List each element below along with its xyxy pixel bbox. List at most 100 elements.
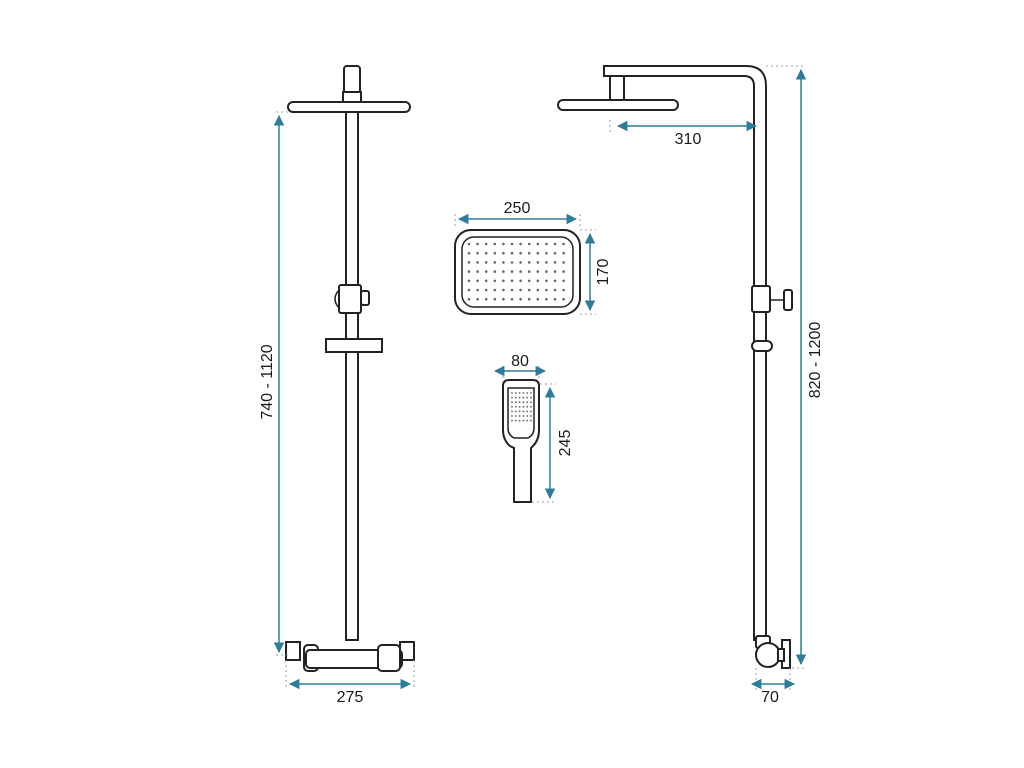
nozzle-dot [522, 396, 525, 399]
nozzle-dot [519, 270, 522, 273]
nozzle-dot [530, 396, 532, 399]
nozzle-dot [502, 279, 505, 283]
front-view [285, 65, 415, 672]
mixer-handle-side [755, 642, 781, 668]
head-dimensions: 250 170 [454, 200, 612, 315]
nozzle-dot [467, 270, 471, 273]
nozzle-dot [514, 401, 517, 404]
nozzle-dot [493, 297, 497, 301]
nozzle-dot [511, 419, 513, 422]
nozzle-dot [476, 270, 479, 273]
shower-arm-and-riser-side [603, 65, 767, 641]
nozzle-dot [526, 415, 529, 417]
nozzle-dot [476, 261, 479, 264]
head-width-label: 250 [504, 200, 531, 217]
nozzle-dot [476, 288, 479, 292]
nozzle-dot [514, 405, 517, 408]
nozzle-dot [502, 270, 505, 273]
head-mount [342, 91, 362, 103]
nozzle-dot [518, 396, 521, 399]
nozzle-dot [545, 288, 548, 292]
nozzle-dot [493, 270, 497, 273]
nozzle-dot [511, 410, 513, 413]
nozzle-dot [545, 261, 548, 264]
nozzle-dot [553, 242, 557, 246]
nozzle-dot [536, 242, 540, 246]
nozzle-dot [467, 279, 471, 283]
nozzle-dot [519, 297, 522, 301]
nozzle-dot [510, 279, 514, 283]
nozzle-dot [527, 261, 531, 264]
nozzle-dot [522, 401, 525, 404]
nozzle-dot [514, 419, 517, 422]
hand-length-label: 245 [557, 430, 574, 457]
nozzle-dot [493, 261, 497, 264]
nozzle-dot [527, 270, 531, 273]
hand-width-label: 80 [511, 353, 529, 370]
nozzle-dot [502, 288, 505, 292]
width-mixer-label: 275 [337, 689, 364, 706]
nozzle-dot [527, 251, 531, 255]
nozzle-dot [562, 251, 565, 255]
nozzle-dot [510, 242, 514, 246]
nozzle-dot [502, 251, 505, 255]
front-dimensions: 740 - 1120 275 [259, 111, 415, 706]
nozzle-dot [545, 270, 548, 273]
nozzle-dot [526, 405, 529, 408]
nozzle-dot [530, 410, 532, 413]
hand-dimensions: 80 245 [493, 353, 574, 503]
nozzle-dot [467, 242, 471, 246]
arm-length-label: 310 [675, 131, 702, 148]
wall-depth-label: 70 [761, 689, 779, 706]
nozzle-dot [536, 251, 540, 255]
soap-dish-side [751, 340, 773, 352]
nozzle-dot [518, 415, 521, 417]
nozzle-dot [518, 392, 521, 394]
nozzle-dot [562, 261, 565, 264]
height-side-label: 820 - 1200 [807, 322, 824, 399]
nozzle-dot [510, 297, 514, 301]
nozzle-dot [522, 392, 525, 394]
overhead-shower-head-side [557, 99, 679, 111]
nozzle-dot [493, 251, 497, 255]
slider-ring-front [334, 289, 340, 309]
nozzle-dot [530, 401, 532, 404]
nozzle-dot [530, 415, 532, 417]
nozzle-dot [467, 261, 471, 264]
nozzle-dot [562, 279, 565, 283]
nozzle-dot [530, 392, 532, 394]
nozzle-dot [502, 261, 505, 264]
nozzle-dot [511, 396, 513, 399]
nozzle-dot [545, 279, 548, 283]
slider-holder-front [338, 284, 362, 314]
nozzle-dot [536, 279, 540, 283]
nozzle-dot [511, 392, 513, 394]
slider-knob-side [783, 289, 793, 311]
nozzle-dot [493, 288, 497, 292]
nozzle-dot [527, 297, 531, 301]
mixer-left-wall-connector [285, 641, 301, 661]
nozzle-dot [484, 288, 488, 292]
nozzle-dot [562, 242, 565, 246]
shower-head-nozzles [467, 242, 565, 301]
nozzle-dot [519, 251, 522, 255]
nozzle-dot [518, 405, 521, 408]
nozzle-dot [484, 242, 488, 246]
nozzle-dot [553, 261, 557, 264]
nozzle-dot [530, 419, 532, 422]
nozzle-dot [467, 288, 471, 292]
nozzle-dot [522, 419, 525, 422]
nozzle-dot [526, 396, 529, 399]
nozzle-dot [545, 251, 548, 255]
nozzle-dot [522, 410, 525, 413]
nozzle-dot [536, 288, 540, 292]
nozzle-dot [502, 297, 505, 301]
nozzle-dot [526, 410, 529, 413]
slider-knob-front [360, 290, 370, 306]
nozzle-dot [514, 410, 517, 413]
nozzle-dot [526, 401, 529, 404]
nozzle-dot [467, 297, 471, 301]
slider-holder-side [751, 285, 771, 313]
height-front-label: 740 - 1120 [259, 344, 276, 419]
